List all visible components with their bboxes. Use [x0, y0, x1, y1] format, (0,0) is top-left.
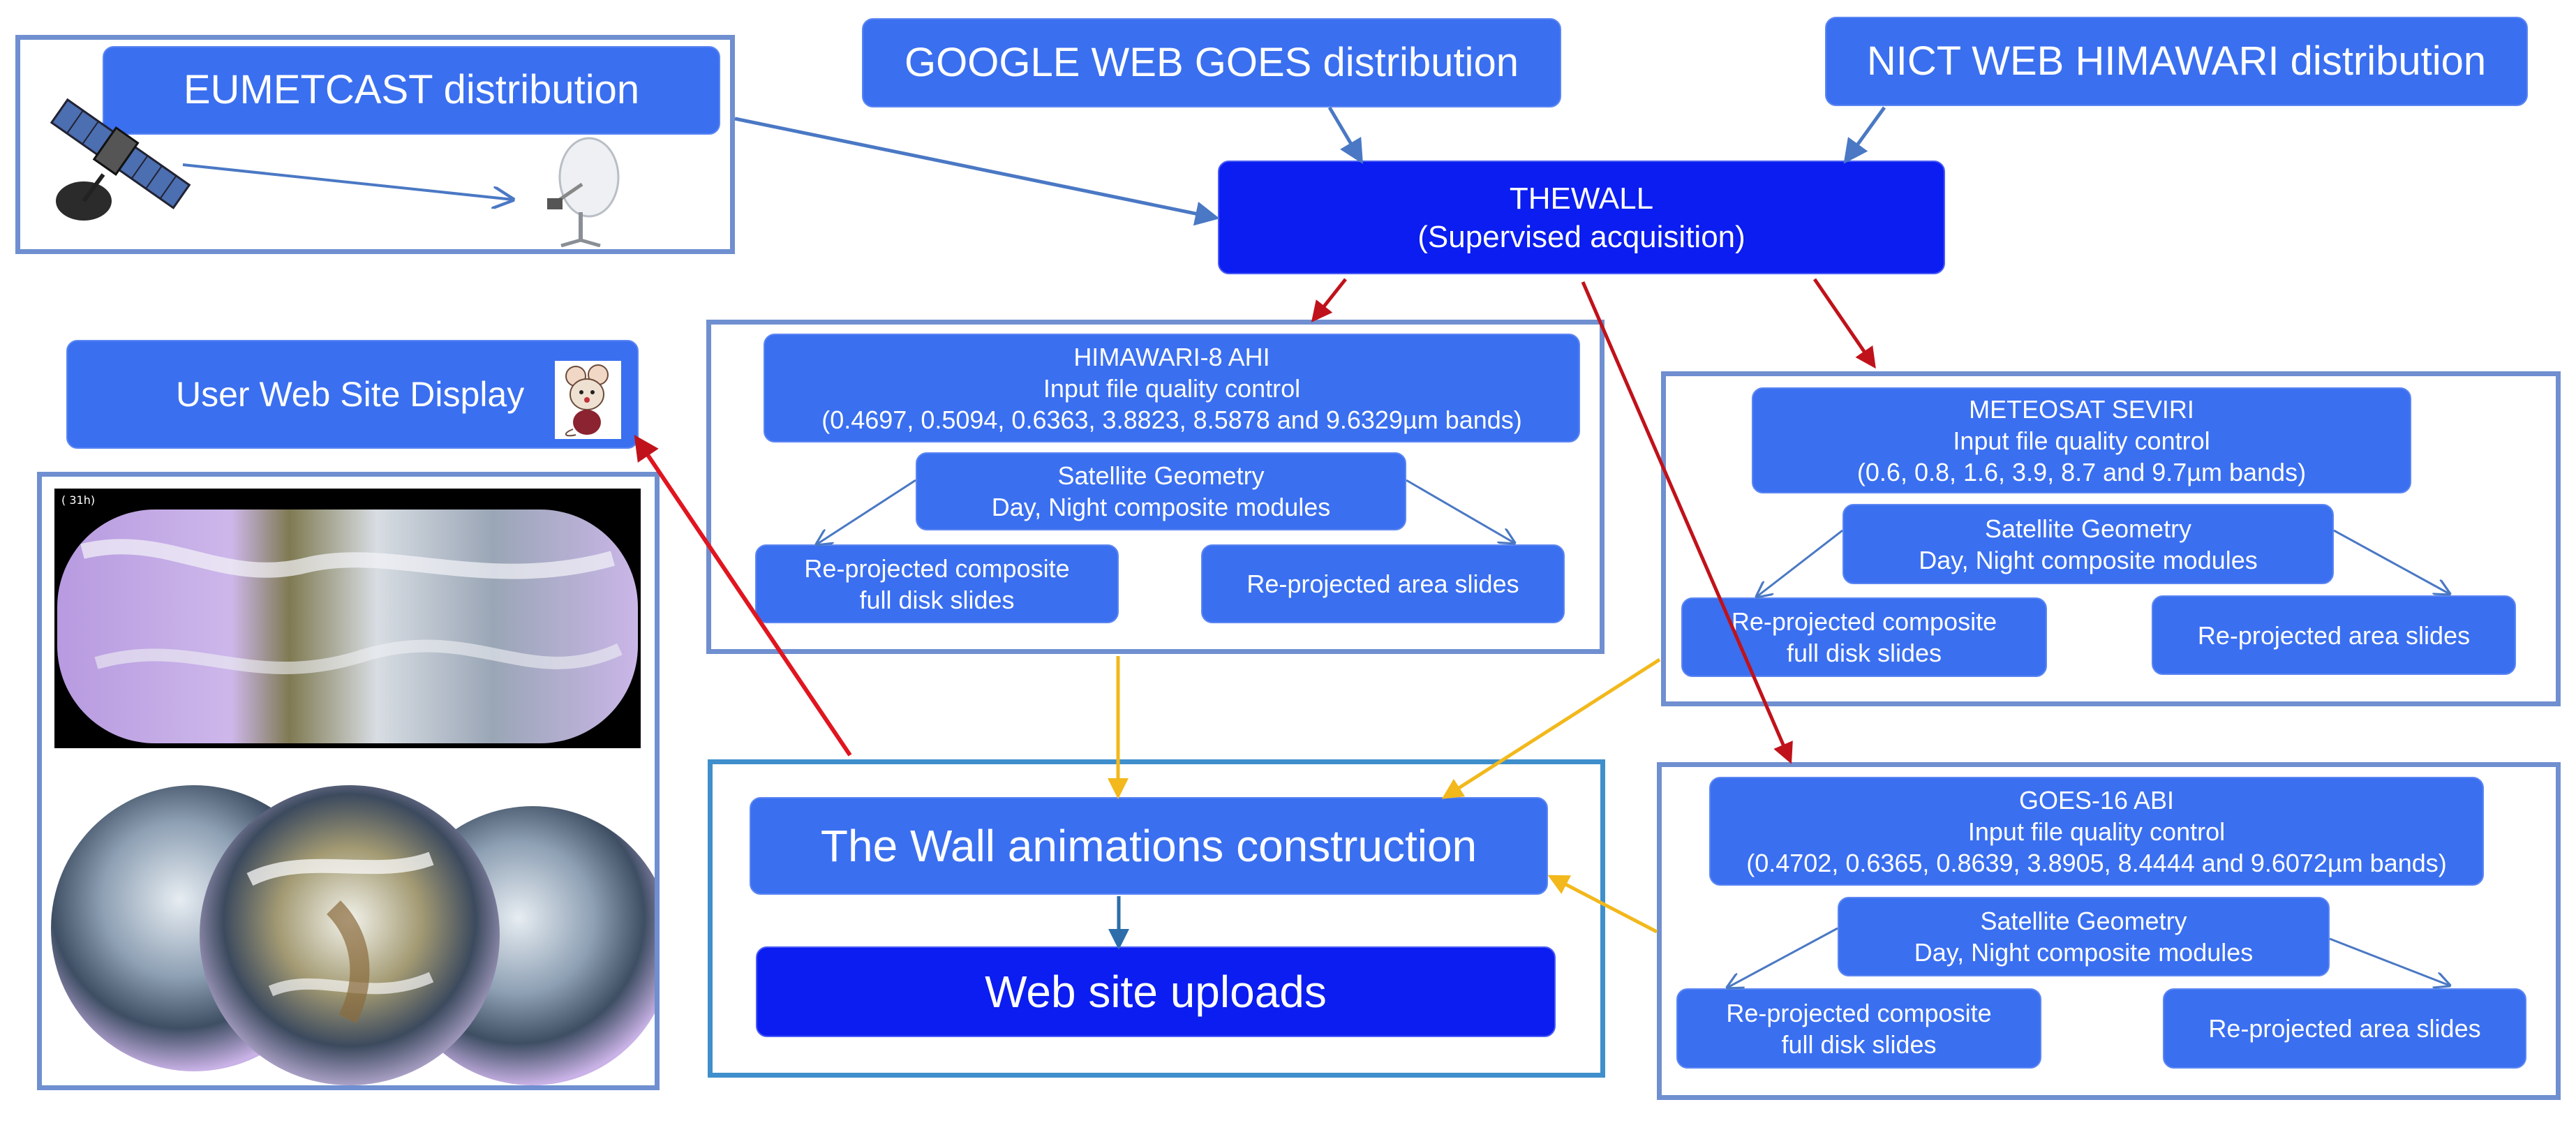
meteosat-title: METEOSAT SEVIRI [1969, 394, 2194, 424]
himawari-qc: Input file quality control [1043, 373, 1301, 403]
thewall-subtitle: (Supervised acquisition) [1417, 219, 1745, 254]
arrow-nict-to-thewall [1843, 106, 1886, 164]
eumetcast-box: EUMETCAST distribution [103, 46, 720, 135]
mouse-mascot-icon [555, 361, 621, 439]
thewall-title: THEWALL [1509, 181, 1654, 216]
arrow-eumetcast-to-thewall [734, 117, 1220, 226]
meteosat-full-2: full disk slides [1786, 639, 1942, 667]
arrow-google-to-thewall [1327, 106, 1363, 165]
meteosat-geometry-box: Satellite Geometry Day, Night composite … [1842, 504, 2334, 584]
himawari-full-2: full disk slides [859, 585, 1015, 614]
himawari-full-1: Re-projected composite [804, 553, 1070, 583]
meteosat-geom-1: Satellite Geometry [1984, 514, 2192, 543]
goes-fulldisk-box: Re-projected composite full disk slides [1676, 988, 2041, 1069]
goes-title: GOES-16 ABI [2018, 785, 2175, 815]
nict-label: NICT WEB HIMAWARI distribution [1866, 38, 2487, 84]
satellite-icon [50, 98, 191, 221]
himawari-title: HIMAWARI-8 AHI [1073, 342, 1270, 371]
satellite-dish-icon [547, 137, 620, 247]
himawari-area-box: Re-projected area slides [1201, 544, 1565, 623]
construction-label: The Wall animations construction [820, 821, 1477, 871]
goes-qc-box: GOES-16 ABI Input file quality control (… [1709, 777, 2484, 886]
nict-box: NICT WEB HIMAWARI distribution [1825, 17, 2528, 106]
google-label: GOOGLE WEB GOES distribution [904, 39, 1519, 85]
himawari-qc-box: HIMAWARI-8 AHI Input file quality contro… [764, 334, 1580, 442]
goes-bands: (0.4702, 0.6365, 0.8639, 3.8905, 8.4444 … [1746, 848, 2447, 877]
eumetcast-frame [15, 35, 735, 254]
goes-geometry-box: Satellite Geometry Day, Night composite … [1838, 897, 2330, 976]
himawari-geometry-box: Satellite Geometry Day, Night composite … [916, 452, 1406, 530]
user-site-label: User Web Site Display [176, 374, 525, 414]
meteosat-geom-2: Day, Night composite modules [1919, 545, 2258, 574]
goes-full-1: Re-projected composite [1726, 998, 1992, 1027]
meteosat-bands: (0.6, 0.8, 1.6, 3.9, 8.7 and 9.7µm bands… [1856, 457, 2307, 486]
meteosat-fulldisk-box: Re-projected composite full disk slides [1681, 597, 2047, 677]
meteosat-qc: Input file quality control [1953, 426, 2210, 455]
himawari-bands: (0.4697, 0.5094, 0.6363, 3.8823, 8.5878 … [821, 405, 1522, 434]
arrow-thewall-to-meteosat [1812, 278, 1876, 369]
meteosat-area-box: Re-projected area slides [2152, 595, 2516, 675]
goes-geom-2: Day, Night composite modules [1914, 938, 2254, 967]
uploads-box: Web site uploads [756, 946, 1556, 1037]
goes-area-box: Re-projected area slides [2163, 988, 2526, 1069]
thewall-box: THEWALL (Supervised acquisition) [1218, 161, 1945, 274]
preview-tag: ( 31h) [61, 493, 95, 507]
uploads-label: Web site uploads [985, 967, 1327, 1017]
himawari-area: Re-projected area slides [1246, 570, 1519, 598]
goes-full-2: full disk slides [1781, 1029, 1937, 1059]
meteosat-area: Re-projected area slides [2197, 620, 2471, 650]
user-site-box: User Web Site Display [66, 340, 639, 449]
himawari-geom-1: Satellite Geometry [1057, 461, 1265, 490]
construction-box: The Wall animations construction [750, 797, 1548, 895]
himawari-geom-2: Day, Night composite modules [991, 493, 1331, 521]
arrow-thewall-to-himawari [1311, 278, 1347, 322]
meteosat-qc-box: METEOSAT SEVIRI Input file quality contr… [1752, 387, 2411, 493]
eumetcast-label: EUMETCAST distribution [183, 67, 640, 113]
himawari-fulldisk-box: Re-projected composite full disk slides [755, 544, 1119, 623]
google-box: GOOGLE WEB GOES distribution [862, 18, 1561, 107]
meteosat-full-1: Re-projected composite [1731, 607, 1997, 636]
goes-area: Re-projected area slides [2208, 1014, 2481, 1043]
goes-qc: Input file quality control [1967, 817, 2226, 846]
goes-geom-1: Satellite Geometry [1980, 907, 2187, 935]
satellite-preview-image: ( 31h) [51, 489, 655, 1085]
goes-frame [1657, 762, 2561, 1100]
preview-frame [37, 472, 660, 1090]
